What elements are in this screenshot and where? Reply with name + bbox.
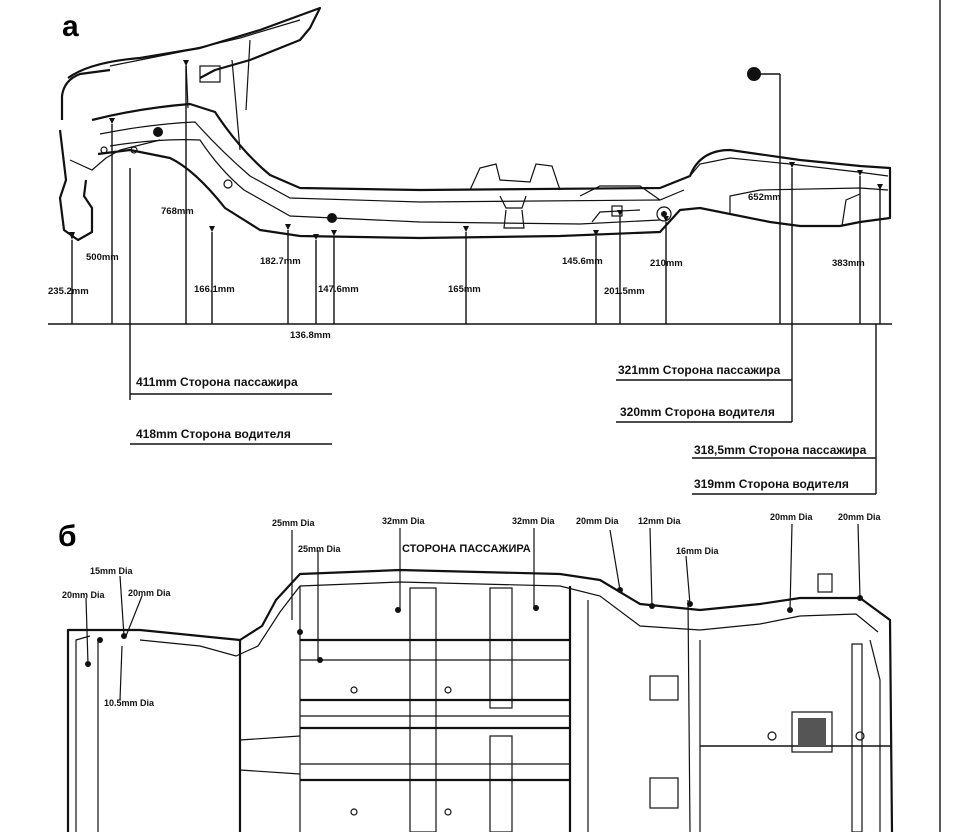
hole-20d: 20mm Dia bbox=[62, 590, 106, 600]
hole-32a: 32mm Dia bbox=[382, 516, 426, 526]
dim-235: 235.2mm bbox=[48, 286, 89, 297]
dim-201: 201.5mm bbox=[604, 286, 645, 297]
dim-136: 136.8mm bbox=[290, 330, 331, 341]
panel-a-letter: а bbox=[62, 10, 79, 43]
label-411: 411mm Сторона пассажира bbox=[136, 375, 298, 389]
panel-b-letter: б bbox=[58, 520, 77, 553]
bottom-view-frame bbox=[66, 523, 894, 832]
label-418: 418mm Сторона водителя bbox=[136, 427, 291, 441]
side-view-frame bbox=[48, 6, 892, 325]
hole-25a: 25mm Dia bbox=[272, 518, 316, 528]
side-dimension-labels: 768mm 500mm 235.2mm 166.1mm 182.7mm 147.… bbox=[48, 192, 867, 491]
dim-147: 147.6mm bbox=[318, 284, 359, 295]
hole-20a: 20mm Dia bbox=[576, 516, 620, 526]
dim-145: 145.6mm bbox=[562, 256, 603, 267]
dim-652: 652mm bbox=[748, 192, 781, 203]
label-320: 320mm Сторона водителя bbox=[620, 405, 775, 419]
bottom-hole-labels: 25mm Dia 25mm Dia 32mm Dia 32mm Dia 20mm… bbox=[62, 512, 882, 708]
label-321: 321mm Сторона пассажира bbox=[618, 363, 781, 377]
hole-20c: 20mm Dia bbox=[838, 512, 882, 522]
dim-166: 166.1mm bbox=[194, 284, 235, 295]
dim-500: 500mm bbox=[86, 252, 119, 263]
dimension-lines bbox=[69, 60, 883, 495]
passenger-side-title: СТОРОНА ПАССАЖИРА bbox=[402, 543, 531, 555]
hole-20e: 20mm Dia bbox=[128, 588, 172, 598]
hole-12: 12mm Dia bbox=[638, 516, 682, 526]
dim-182: 182.7mm bbox=[260, 256, 301, 267]
hole-16: 16mm Dia bbox=[676, 546, 720, 556]
dim-210: 210mm bbox=[650, 258, 683, 269]
dim-383: 383mm bbox=[832, 258, 865, 269]
hole-15: 15mm Dia bbox=[90, 566, 134, 576]
hole-32b: 32mm Dia bbox=[512, 516, 556, 526]
label-318: 318,5mm Сторона пассажира bbox=[694, 443, 867, 457]
dim-165: 165mm bbox=[448, 284, 481, 295]
hole-10: 10.5mm Dia bbox=[104, 698, 155, 708]
hole-20b: 20mm Dia bbox=[770, 512, 814, 522]
hole-25b: 25mm Dia bbox=[298, 544, 342, 554]
dim-768: 768mm bbox=[161, 206, 194, 217]
label-319: 319mm Сторона водителя bbox=[694, 477, 849, 491]
